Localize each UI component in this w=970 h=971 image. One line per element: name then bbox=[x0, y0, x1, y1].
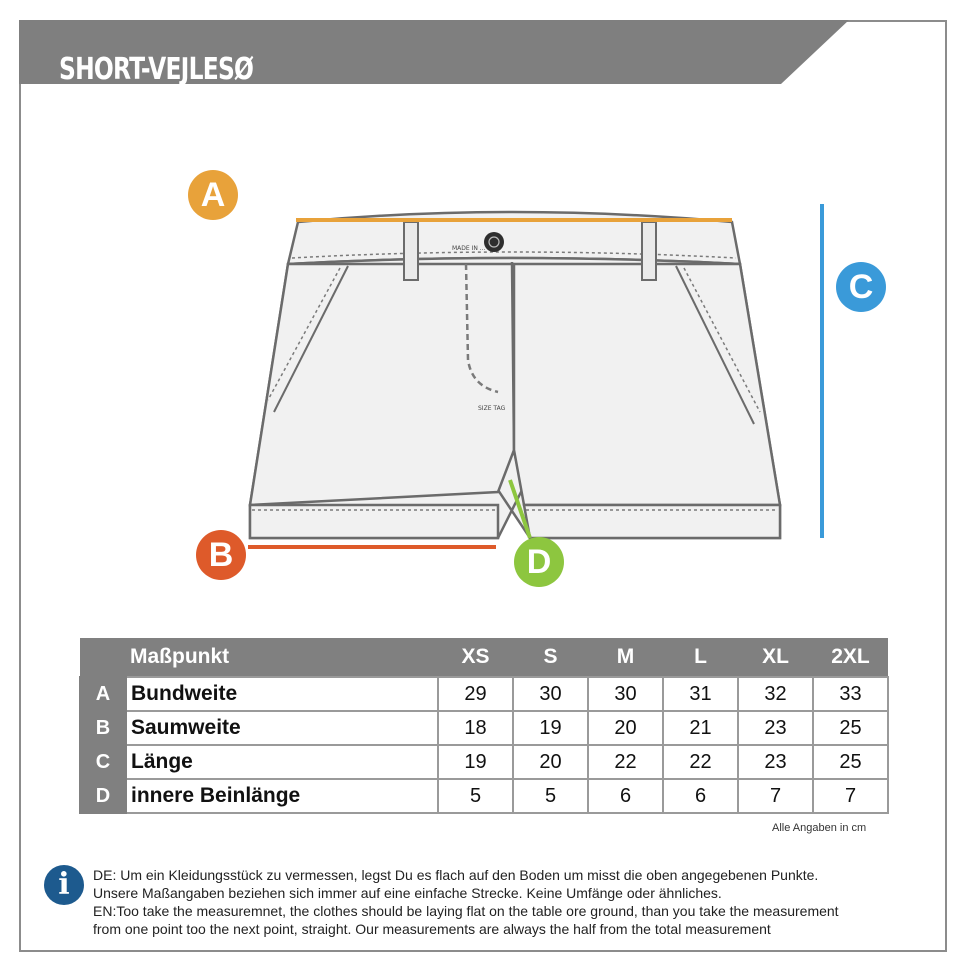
table-cell: 23 bbox=[737, 710, 814, 746]
badge-b: B bbox=[196, 530, 246, 580]
table-cell: 30 bbox=[512, 676, 589, 712]
table-cell: 20 bbox=[587, 710, 664, 746]
info-line: EN:Too take the measuremnet, the clothes… bbox=[93, 903, 839, 919]
table-cell: 33 bbox=[812, 676, 889, 712]
table-cell: 18 bbox=[437, 710, 514, 746]
table-cell: 32 bbox=[737, 676, 814, 712]
table-cell: 5 bbox=[437, 778, 514, 814]
row-letter: A bbox=[79, 676, 127, 712]
header-banner: SHORT-VEJLESØ bbox=[19, 20, 849, 87]
table-cell: 19 bbox=[437, 744, 514, 780]
row-name: Saumweite bbox=[125, 710, 439, 746]
table-row: C Länge 19 20 22 22 23 25 bbox=[79, 744, 889, 780]
table-cell: 6 bbox=[662, 778, 739, 814]
size-table: Maßpunkt XS S M L XL 2XL A Bundweite 29 … bbox=[79, 638, 889, 814]
table-row: B Saumweite 18 19 20 21 23 25 bbox=[79, 710, 889, 746]
table-cell: 6 bbox=[587, 778, 664, 814]
header-size: M bbox=[588, 638, 663, 677]
table-cell: 22 bbox=[662, 744, 739, 780]
table-cell: 19 bbox=[512, 710, 589, 746]
info-line: from one point too the next point, strai… bbox=[93, 921, 771, 937]
table-cell: 21 bbox=[662, 710, 739, 746]
table-cell: 29 bbox=[437, 676, 514, 712]
row-letter: C bbox=[79, 744, 127, 780]
table-cell: 30 bbox=[587, 676, 664, 712]
header-size: S bbox=[513, 638, 588, 677]
table-cell: 5 bbox=[512, 778, 589, 814]
header-size: L bbox=[663, 638, 738, 677]
shorts-drawing: MADE IN ... SIZE TAG bbox=[248, 204, 824, 549]
badge-c: C bbox=[836, 262, 886, 312]
table-row: A Bundweite 29 30 30 31 32 33 bbox=[79, 676, 889, 712]
header-measure-point: Maßpunkt bbox=[126, 638, 438, 677]
size-table-wrap: Maßpunkt XS S M L XL 2XL A Bundweite 29 … bbox=[79, 638, 889, 814]
badge-a: A bbox=[188, 170, 238, 220]
header-size: XL bbox=[738, 638, 813, 677]
row-letter: B bbox=[79, 710, 127, 746]
table-cell: 7 bbox=[812, 778, 889, 814]
waistband-tag-label: MADE IN ... bbox=[452, 245, 486, 252]
row-letter: D bbox=[79, 778, 127, 814]
row-name: innere Beinlänge bbox=[125, 778, 439, 814]
row-name: Länge bbox=[125, 744, 439, 780]
table-cell: 25 bbox=[812, 744, 889, 780]
table-cell: 25 bbox=[812, 710, 889, 746]
info-line: Unsere Maßangaben beziehen sich immer au… bbox=[93, 885, 722, 901]
fly-tag-label: SIZE TAG bbox=[478, 405, 506, 412]
table-header-row: Maßpunkt XS S M L XL 2XL bbox=[80, 638, 888, 677]
header-size: XS bbox=[438, 638, 513, 677]
info-text: DE: Um ein Kleidungsstück zu vermessen, … bbox=[93, 866, 933, 938]
units-note: Alle Angaben in cm bbox=[772, 822, 867, 834]
measure-line-d bbox=[508, 479, 532, 539]
table-cell: 22 bbox=[587, 744, 664, 780]
header-corner bbox=[80, 638, 126, 677]
row-name: Bundweite bbox=[125, 676, 439, 712]
header-size: 2XL bbox=[813, 638, 888, 677]
table-cell: 31 bbox=[662, 676, 739, 712]
table-cell: 7 bbox=[737, 778, 814, 814]
info-icon: i bbox=[44, 865, 84, 905]
page-title: SHORT-VEJLESØ bbox=[59, 52, 254, 87]
table-cell: 20 bbox=[512, 744, 589, 780]
info-line: DE: Um ein Kleidungsstück zu vermessen, … bbox=[93, 867, 819, 883]
badge-d: D bbox=[514, 537, 564, 587]
table-row: D innere Beinlänge 5 5 6 6 7 7 bbox=[79, 778, 889, 814]
table-cell: 23 bbox=[737, 744, 814, 780]
